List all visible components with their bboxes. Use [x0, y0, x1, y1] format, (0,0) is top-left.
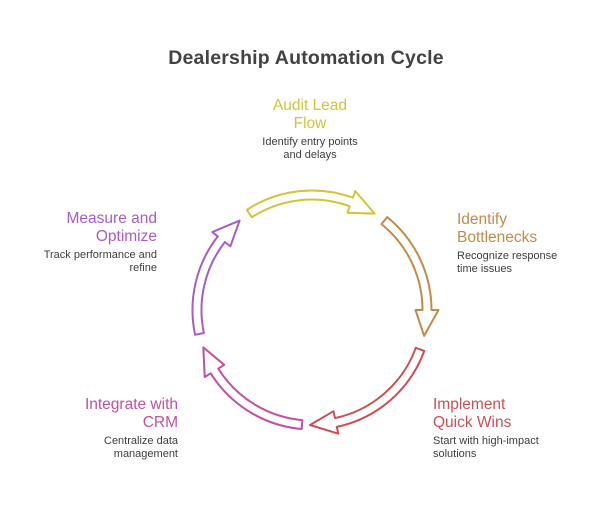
step-identify-bottlenecks: Identify Bottlenecks Recognize response …: [457, 211, 557, 276]
step-title-integrate-with-crm: Integrate with CRM: [84, 396, 178, 431]
step-description-integrate-with-crm: Centralize data management: [104, 435, 178, 460]
step-title-audit-lead-flow: Audit Lead Flow: [272, 97, 348, 132]
step-title-measure-and-optimize: Measure and Optimize: [66, 210, 157, 245]
step-description-audit-lead-flow: Identify entry points and delays: [262, 136, 358, 161]
step-measure-and-optimize: Measure and Optimize Track performance a…: [44, 210, 157, 275]
cycle-arrow-measure-and-optimize: [191, 219, 241, 336]
step-integrate-with-crm: Integrate with CRM Centralize data manag…: [85, 396, 178, 461]
cycle-arrow-identify-bottlenecks: [380, 216, 440, 337]
step-description-identify-bottlenecks: Recognize response time issues: [457, 250, 558, 275]
step-description-measure-and-optimize: Track performance and refine: [43, 249, 157, 274]
step-title-identify-bottlenecks: Identify Bottlenecks: [457, 211, 538, 246]
cycle-arrow-audit-lead-flow: [245, 189, 376, 219]
page-title: Dealership Automation Cycle: [168, 47, 444, 69]
step-description-implement-quick-wins: Start with high-impact solutions: [433, 435, 539, 460]
cycle-arrow-integrate-with-crm: [202, 346, 304, 430]
cycle-arrow-implement-quick-wins: [309, 346, 426, 435]
step-title-implement-quick-wins: Implement Quick Wins: [433, 396, 512, 431]
step-implement-quick-wins: Implement Quick Wins Start with high-imp…: [433, 396, 539, 461]
step-audit-lead-flow: Audit Lead Flow Identify entry points an…: [262, 97, 357, 162]
